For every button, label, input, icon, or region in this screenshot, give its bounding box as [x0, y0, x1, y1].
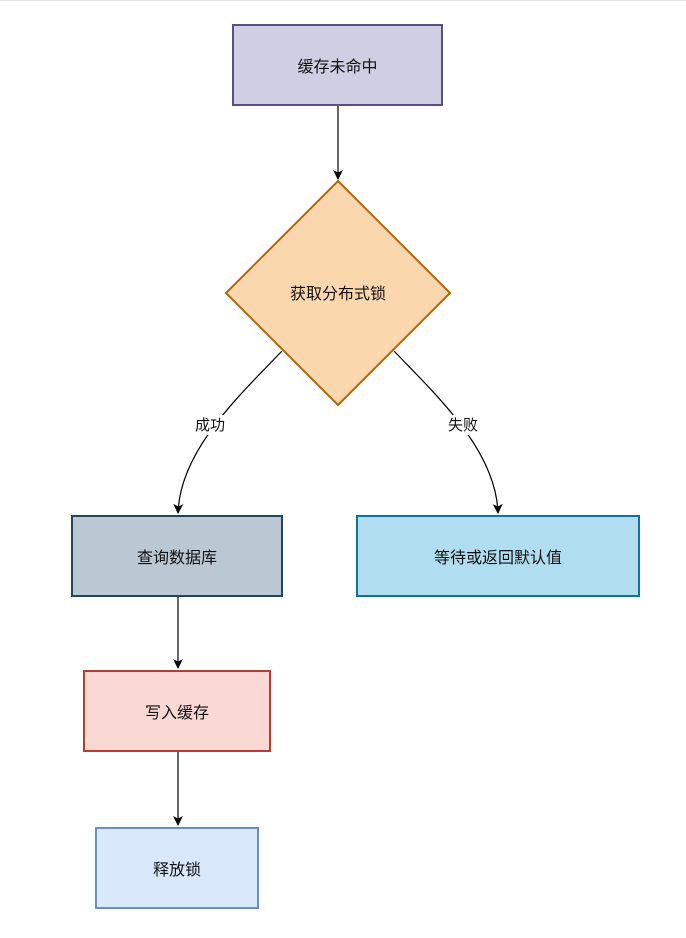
top-divider [0, 0, 686, 1]
write-cache-node[interactable]: 写入缓存 [83, 670, 271, 752]
write-cache-label: 写入缓存 [144, 703, 209, 722]
acquire-lock-diamond[interactable] [224, 179, 452, 407]
query-db-node[interactable]: 查询数据库 [71, 515, 283, 597]
query-db-label: 查询数据库 [136, 548, 217, 567]
edge-label-success: 成功 [193, 415, 228, 435]
release-lock-node[interactable]: 释放锁 [95, 827, 259, 909]
edge-label-fail: 失败 [446, 415, 481, 435]
release-lock-label: 释放锁 [152, 860, 201, 879]
acquire-lock-label: 获取分布式锁 [289, 284, 386, 303]
cache-miss-label: 缓存未命中 [297, 57, 378, 76]
wait-or-default-node[interactable]: 等待或返回默认值 [356, 515, 640, 597]
cache-miss-node[interactable]: 缓存未命中 [232, 24, 443, 106]
wait-or-default-label: 等待或返回默认值 [433, 548, 562, 567]
